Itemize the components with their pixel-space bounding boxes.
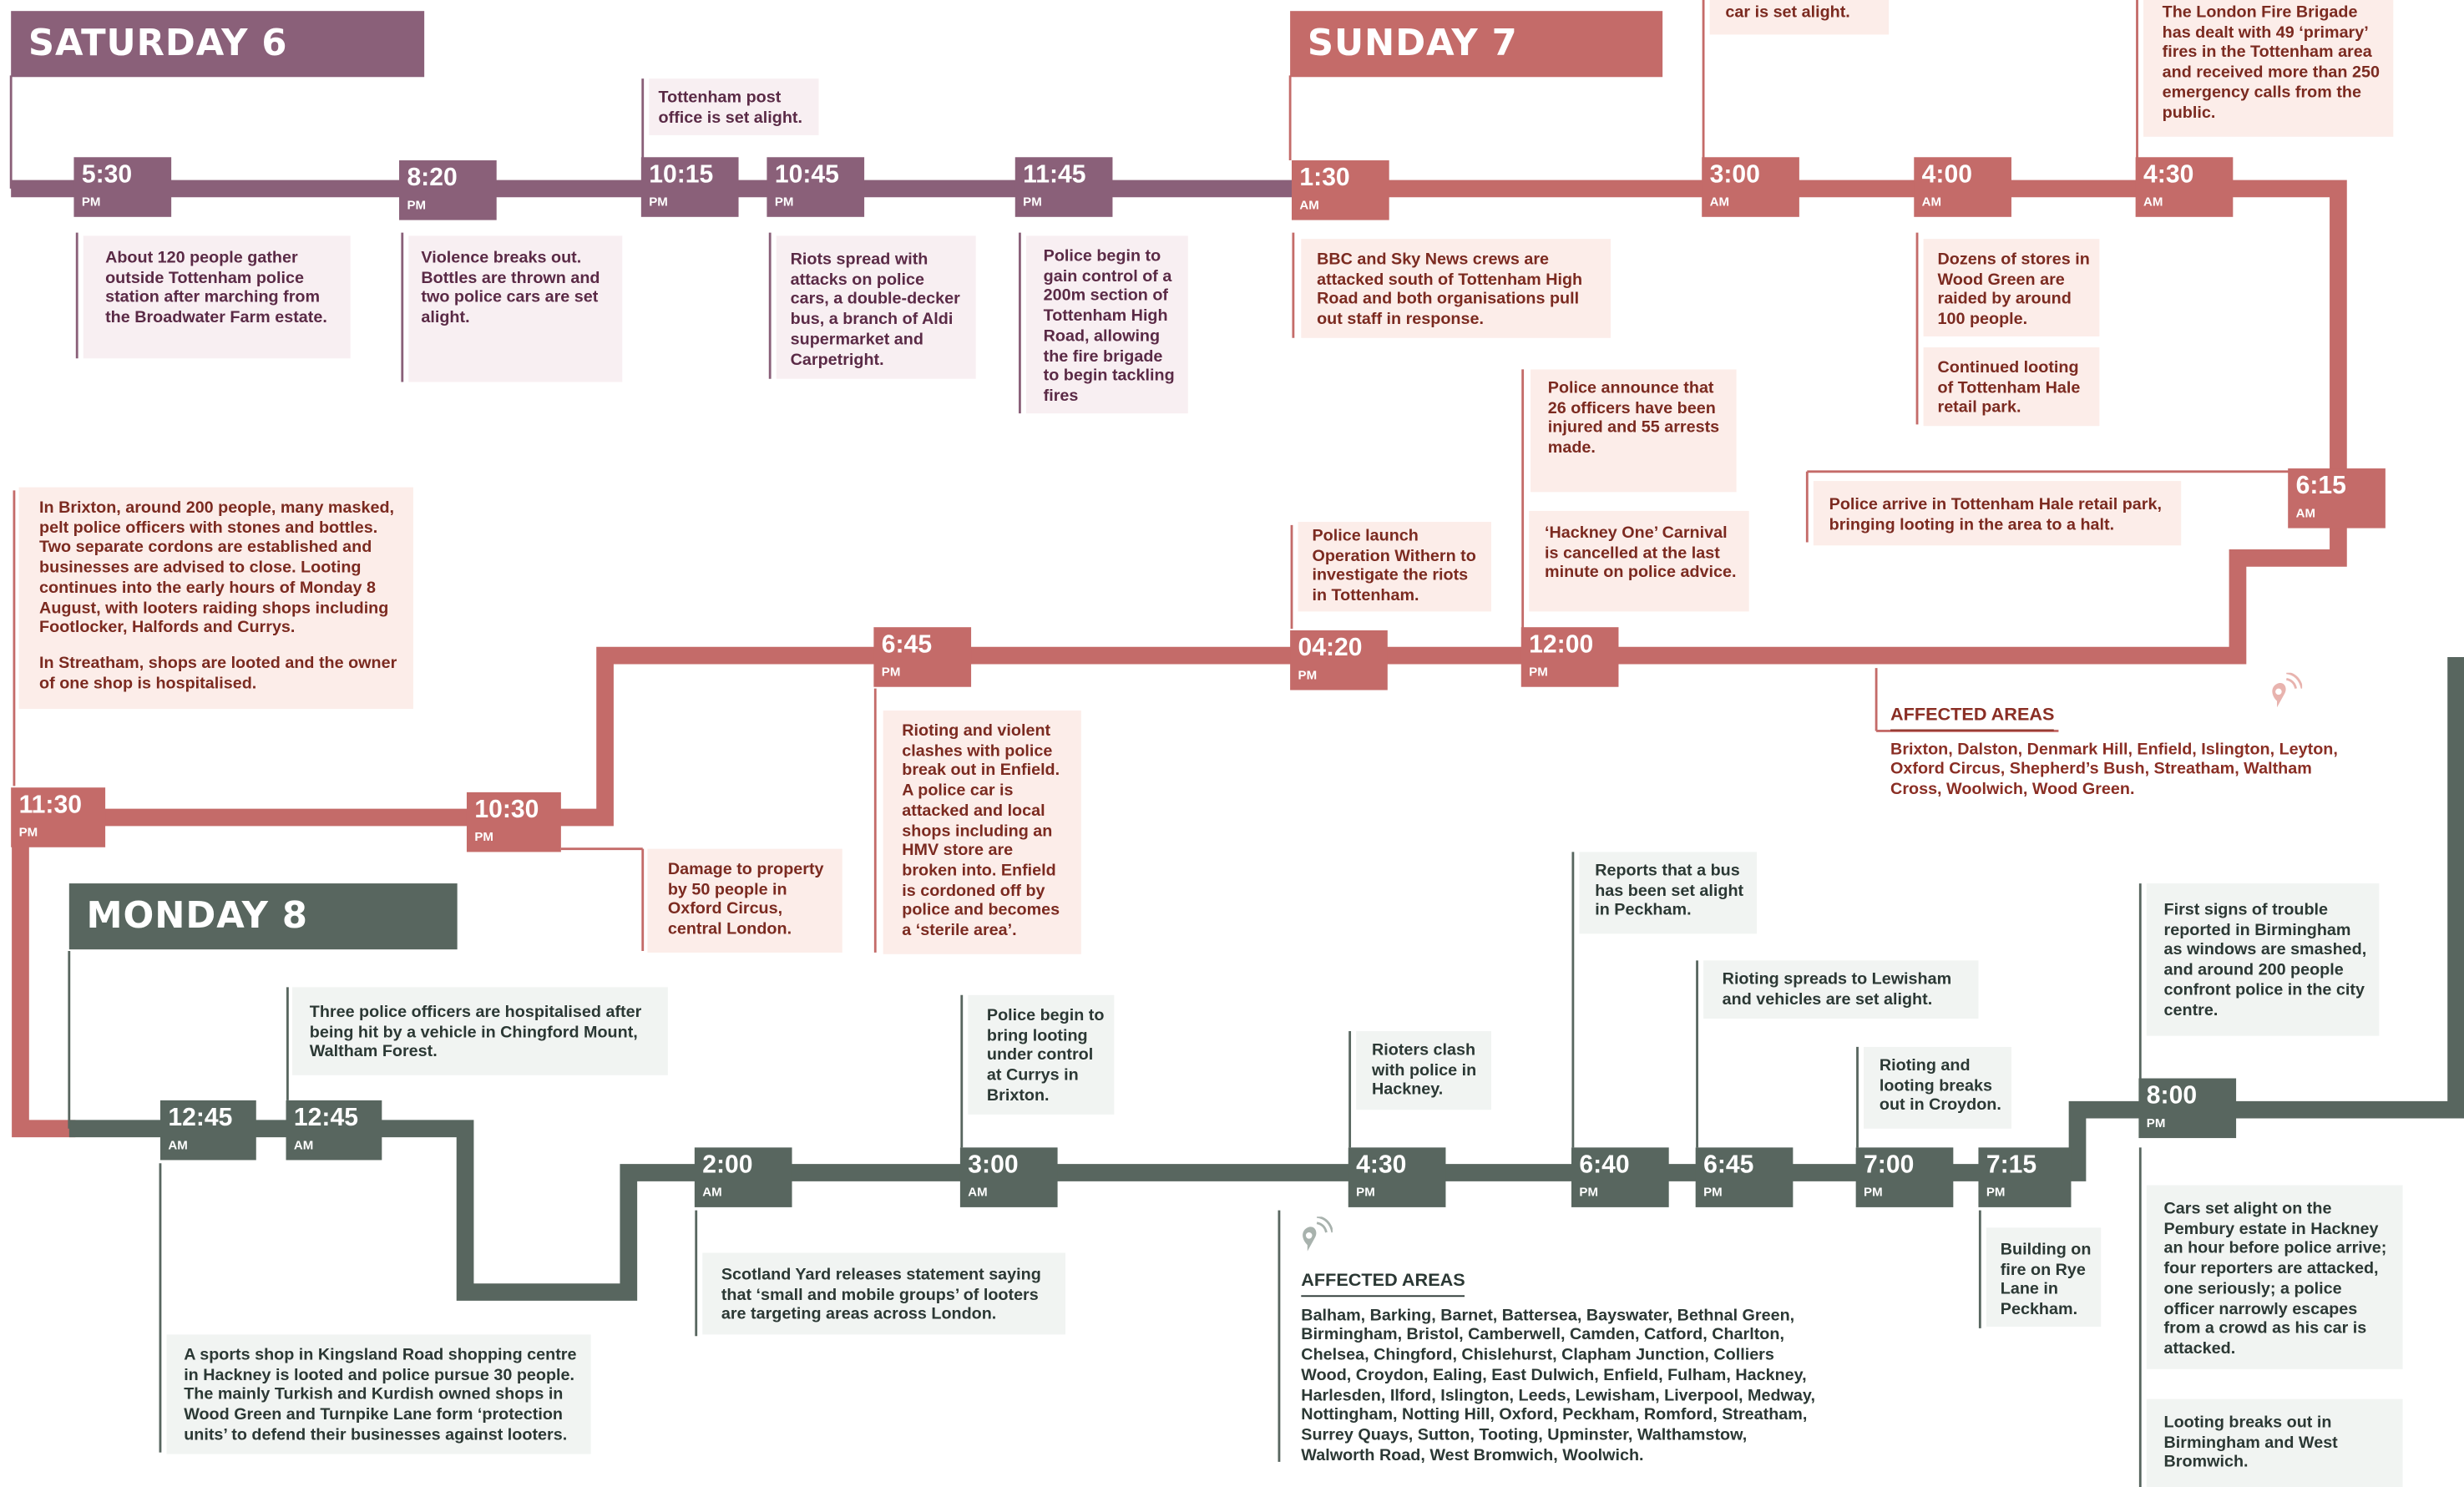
- affected-areas-sunday: AFFECTED AREAS Brixton, Dalston, Denmark…: [1890, 706, 2362, 800]
- affected-areas-list: Balham, Barking, Barnet, Battersea, Bays…: [1301, 1305, 1815, 1464]
- sunday-track: [12, 180, 2347, 1138]
- event-note: Cars set alight on the Pembury estate in…: [2146, 1185, 2403, 1369]
- event-note: Riots spread with attacks on police cars…: [776, 235, 976, 379]
- event-note: Police announce that 26 officers have be…: [1531, 369, 1737, 493]
- event-note: Tottenham post office is set alight.: [649, 78, 819, 135]
- event-note: car is set alight.: [1709, 0, 1890, 35]
- event-note: The London Fire Brigade has dealt with 4…: [2143, 0, 2394, 137]
- event-note: In Brixton, around 200 people, many mask…: [18, 487, 413, 710]
- event-note: ‘Hackney One’ Carnival is cancelled at t…: [1529, 510, 1749, 612]
- day-header-monday: MONDAY 8 AUGUST: [68, 883, 458, 1003]
- event-note: Looting breaks out in Birmingham and Wes…: [2146, 1398, 2403, 1487]
- event-note: Violence breaks out. Bottles are thrown …: [408, 235, 623, 382]
- affected-areas-list: Brixton, Dalston, Denmark Hill, Enfield,…: [1890, 740, 2338, 799]
- event-note: Rioters clash with police in Hackney.: [1356, 1031, 1492, 1110]
- event-note: Police arrive in Tottenham Hale retail p…: [1813, 481, 2182, 546]
- event-note: Police begin to gain control of a 200m s…: [1025, 235, 1188, 414]
- event-note: Three police officers are hospitalised a…: [292, 987, 668, 1075]
- event-note: BBC and Sky News crews are attacked sout…: [1301, 239, 1611, 338]
- location-signal-icon: [1303, 1216, 1333, 1252]
- event-note: About 120 people gather outside Tottenha…: [83, 235, 351, 359]
- day-header-saturday: SATURDAY 6 AUGUST: [11, 11, 425, 130]
- affected-areas-monday: AFFECTED AREAS Balham, Barking, Barnet, …: [1301, 1272, 1819, 1465]
- event-note: Rioting and violent clashes with police …: [883, 710, 1081, 954]
- event-note: A sports shop in Kingsland Road shopping…: [166, 1334, 591, 1454]
- event-note: Police begin to bring looting under cont…: [968, 994, 1115, 1115]
- event-note: Police launch Operation Withern to inves…: [1298, 522, 1492, 612]
- event-note: Dozens of stores in Wood Green are raide…: [1923, 239, 2100, 336]
- event-note: Damage to property by 50 people in Oxfor…: [647, 848, 842, 953]
- monday-track: [68, 656, 2464, 1301]
- event-note: Continued looting of Tottenham Hale reta…: [1923, 347, 2100, 427]
- day-header-sunday: SUNDAY 7 AUGUST: [1290, 11, 1663, 130]
- location-signal-icon: [2272, 672, 2303, 708]
- event-note: Reports that a bus has been set alight i…: [1579, 852, 1758, 934]
- event-note: Rioting and looting breaks out in Croydo…: [1864, 1046, 2011, 1129]
- affected-areas-title: AFFECTED AREAS: [1301, 1272, 1465, 1297]
- event-note: Scotland Yard releases statement saying …: [702, 1252, 1065, 1335]
- event-note: Building on fire on Rye Lane in Peckham.: [1986, 1227, 2102, 1327]
- affected-areas-title: AFFECTED AREAS: [1890, 706, 2055, 731]
- event-note: Rioting spreads to Lewisham and vehicles…: [1703, 960, 1979, 1019]
- event-note: First signs of trouble reported in Birmi…: [2146, 883, 2380, 1036]
